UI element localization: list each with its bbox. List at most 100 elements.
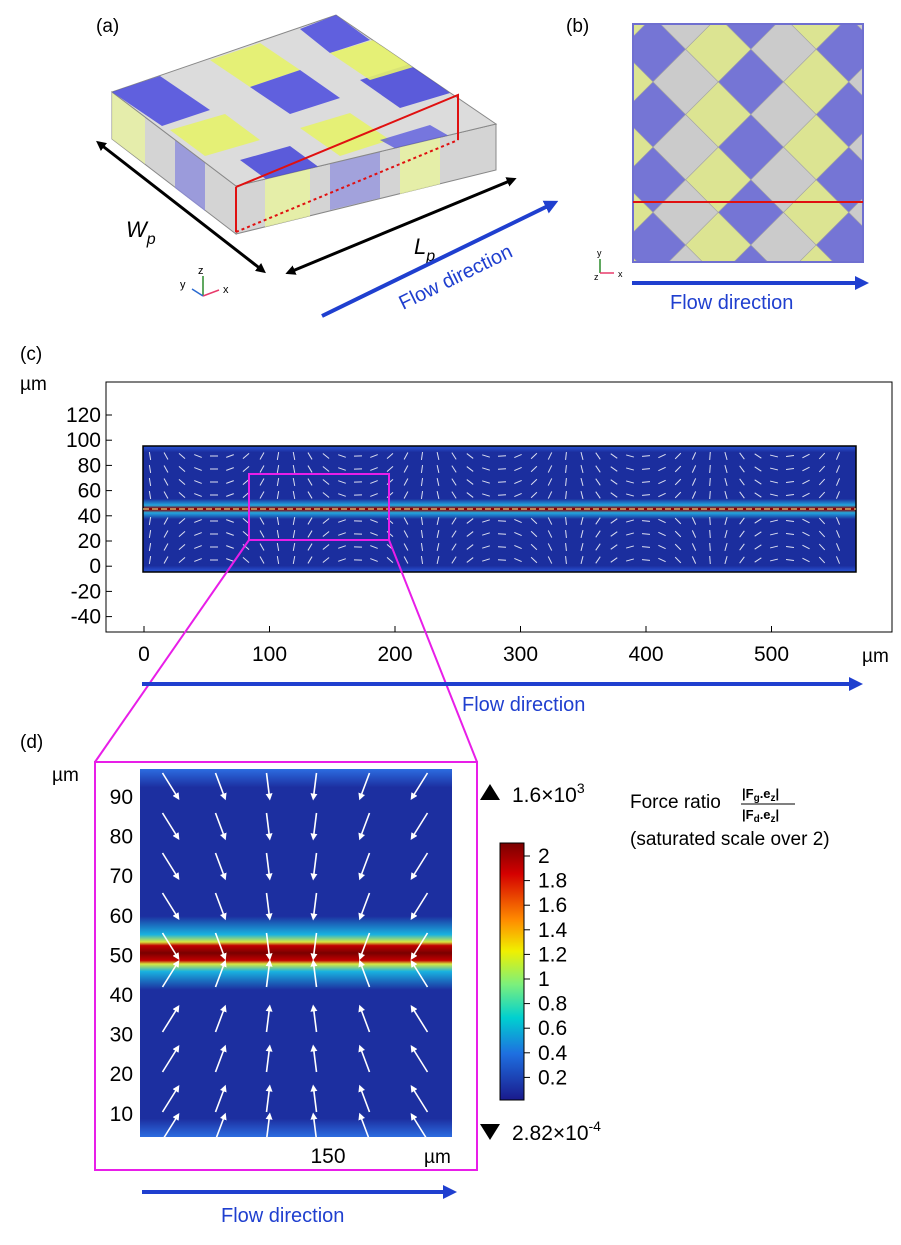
tile-b bbox=[359, 0, 424, 17]
tile-b bbox=[196, 245, 261, 310]
flow-arrow-a bbox=[321, 200, 559, 318]
d-y-tick-label: 40 bbox=[110, 984, 133, 1007]
tile-b bbox=[685, 211, 752, 262]
d-y-tick-label: 80 bbox=[110, 826, 133, 849]
tile-b bbox=[849, 310, 901, 375]
tile-b bbox=[848, 132, 863, 162]
svg-text:x: x bbox=[223, 284, 229, 296]
panel-a: (a) bbox=[96, 14, 559, 318]
d-y-tick-label: 70 bbox=[110, 865, 133, 888]
tile-b bbox=[751, 0, 816, 17]
force-subtitle: (saturated scale over 2) bbox=[630, 829, 830, 850]
d-velocity-arrows bbox=[161, 772, 429, 1141]
tile-b bbox=[881, 278, 901, 343]
tile-b bbox=[881, 147, 901, 212]
force-numerator: |Fg.ez| bbox=[742, 786, 779, 804]
c-y-tick-label: -40 bbox=[71, 606, 101, 629]
tile-b bbox=[164, 212, 229, 277]
flow-label-c: Flow direction bbox=[462, 694, 585, 716]
tile-b bbox=[555, 0, 620, 17]
tile-b bbox=[633, 257, 638, 262]
tile-b bbox=[229, 278, 294, 343]
panel-b: (b) Flow direction y x z bbox=[164, 0, 901, 734]
d-x-tick-label: 150 bbox=[310, 1145, 345, 1168]
tile-b bbox=[196, 0, 261, 49]
tile-b bbox=[490, 82, 555, 147]
svg-text:y: y bbox=[597, 248, 602, 258]
c-zoom-box bbox=[248, 473, 390, 541]
zoom-connector-left bbox=[94, 539, 250, 763]
tile-b bbox=[490, 278, 555, 343]
tile-b bbox=[848, 67, 863, 97]
colorbar-tick-label: 0.8 bbox=[538, 993, 567, 1016]
tile-b bbox=[425, 17, 490, 82]
tile-b bbox=[490, 17, 555, 82]
c-x-tick-label: 400 bbox=[628, 643, 663, 666]
tile-b bbox=[881, 0, 901, 17]
tile-b bbox=[816, 278, 881, 343]
tile-b bbox=[620, 669, 685, 734]
panel-c-label: (c) bbox=[20, 344, 42, 365]
tile-b bbox=[881, 82, 901, 147]
d-y-tick-label: 90 bbox=[110, 786, 133, 809]
c-y-tick-label: 100 bbox=[66, 429, 101, 452]
panel-a-label: (a) bbox=[96, 16, 119, 37]
zoom-connector-right bbox=[388, 539, 478, 763]
tile-b bbox=[555, 82, 620, 147]
width-dimension-arrow bbox=[96, 140, 266, 274]
colorbar-tick-label: 0.2 bbox=[538, 1066, 567, 1089]
length-dimension-arrow bbox=[285, 177, 517, 275]
max-value: 1.6×103 bbox=[512, 780, 585, 807]
membrane-block-3d bbox=[110, 14, 498, 236]
tile-b bbox=[457, 310, 522, 375]
svg-text:z: z bbox=[594, 272, 599, 282]
tile-b bbox=[523, 49, 588, 114]
tile-b bbox=[620, 0, 685, 17]
d-x-unit: µm bbox=[424, 1147, 451, 1168]
colorbar-tick-label: 1.4 bbox=[538, 919, 568, 942]
panel-d-label: (d) bbox=[20, 732, 43, 753]
c-y-tick-label: 60 bbox=[78, 480, 101, 503]
c-x-unit: µm bbox=[862, 646, 889, 667]
tile-b bbox=[392, 0, 457, 49]
tile-b bbox=[686, 0, 751, 17]
c-y-tick-label: 0 bbox=[89, 555, 101, 578]
tile-b bbox=[750, 211, 817, 262]
c-velocity-arrows bbox=[143, 451, 856, 565]
svg-text:x: x bbox=[618, 269, 623, 279]
tile-b bbox=[653, 310, 718, 375]
colorbar bbox=[499, 842, 525, 1101]
tile-b bbox=[327, 310, 392, 375]
d-field-domain bbox=[140, 769, 452, 1137]
tile-b bbox=[490, 0, 555, 17]
min-marker-icon bbox=[480, 1124, 500, 1140]
width-symbol: Wp bbox=[126, 217, 156, 248]
svg-text:Force ratio: Force ratio bbox=[630, 792, 721, 813]
flow-label-d: Flow direction bbox=[221, 1205, 344, 1227]
length-symbol: Lp bbox=[414, 234, 435, 265]
d-y-unit: µm bbox=[52, 765, 79, 786]
tile-b bbox=[523, 114, 588, 179]
membrane-top-view bbox=[164, 0, 901, 734]
c-x-tick-label: 200 bbox=[377, 643, 412, 666]
c-y-tick-label: -20 bbox=[71, 580, 101, 603]
colorbar-tick-label: 1 bbox=[538, 968, 550, 991]
tile-b bbox=[457, 0, 522, 49]
tile-b bbox=[555, 212, 620, 277]
c-y-tick-label: 80 bbox=[78, 454, 101, 477]
tile-b bbox=[523, 245, 588, 310]
c-y-tick-label: 120 bbox=[66, 404, 101, 427]
c-x-tick-label: 100 bbox=[252, 643, 287, 666]
tile-b bbox=[294, 278, 359, 343]
tile-b bbox=[733, 244, 769, 262]
tile-b bbox=[425, 0, 490, 17]
tile-b bbox=[881, 212, 901, 277]
tile-b bbox=[392, 310, 457, 375]
svg-text:z: z bbox=[198, 265, 204, 277]
